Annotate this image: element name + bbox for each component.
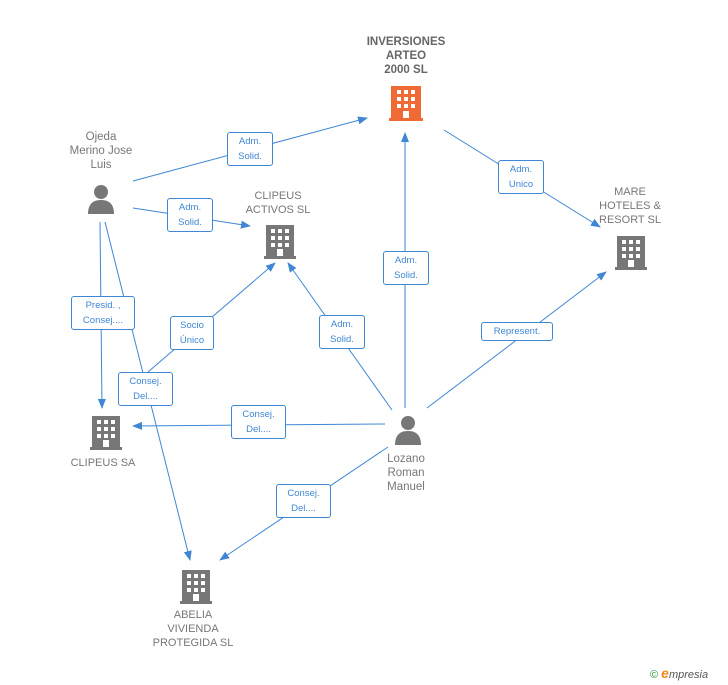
empresia-logo-icon: e (661, 665, 669, 681)
footer-logo: © empresia (650, 665, 708, 681)
building-icon (264, 225, 296, 259)
edge-label-lozano-clipeus-activos-socio[interactable]: Socio Único (170, 316, 214, 350)
edge-label-lozano-abelia[interactable]: Consej. Del.... (276, 484, 331, 518)
edge-label-ojeda-clipeus-sa[interactable]: Presid. , Consej.... (71, 296, 135, 330)
person-label-ojeda[interactable]: Ojeda Merino Jose Luis (69, 131, 133, 171)
company-label-mare-hoteles[interactable]: MARE HOTELES & RESORT SL (599, 186, 661, 226)
building-icon (90, 416, 122, 450)
edge-label-lozano-clipeus-sa[interactable]: Consej. Del.... (231, 405, 286, 439)
building-icon (389, 86, 423, 121)
company-label-clipeus-activos[interactable]: CLIPEUS ACTIVOS SL (245, 190, 311, 216)
edge-label-lozano-inversiones[interactable]: Adm. Solid. (383, 251, 429, 285)
edge-label-ojeda-clipeus-activos[interactable]: Adm. Solid. (167, 198, 213, 232)
company-label-inversiones-arteo[interactable]: INVERSIONES ARTEO 2000 SL (366, 36, 446, 76)
edge-label-lozano-mare[interactable]: Represent. (481, 322, 553, 341)
edge-label-inversiones-mare[interactable]: Adm. Unico (498, 160, 544, 194)
edge-label-ojeda-abelia[interactable]: Consej. Del.... (118, 372, 173, 406)
copyright-symbol: © (650, 669, 659, 681)
building-icon (180, 570, 212, 604)
edge-label-ojeda-inversiones[interactable]: Adm. Solid. (227, 132, 273, 166)
edge-label-lozano-clipeus-activos-adm[interactable]: Adm. Solid. (319, 315, 365, 349)
person-label-lozano[interactable]: Lozano Roman Manuel (387, 453, 425, 493)
brand-name: mpresia (668, 669, 709, 681)
building-icon (615, 236, 647, 270)
company-label-clipeus-sa[interactable]: CLIPEUS SA (70, 457, 136, 469)
person-icon (395, 416, 421, 445)
person-icon (88, 185, 114, 214)
company-label-abelia[interactable]: ABELIA VIVIENDA PROTEGIDA SL (152, 609, 234, 649)
